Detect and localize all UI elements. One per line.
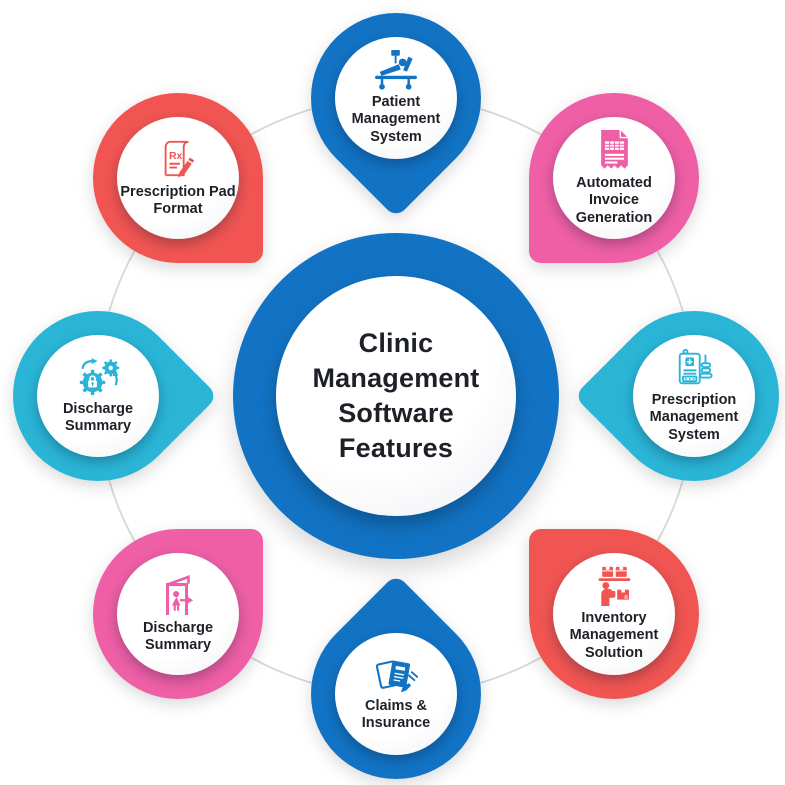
rx-pad-pen-icon: Rx xyxy=(164,140,195,177)
feature-node-automated-invoice-generation: Automated Invoice Generation xyxy=(529,93,699,263)
feature-node-prescription-management-system: Prescription Management System xyxy=(573,275,785,517)
feature-node-prescription-pad-format: Rx Prescription Pad Format xyxy=(93,93,263,263)
feature-label: Inventory Management Solution xyxy=(569,609,659,661)
center-disc: Clinic Management Software Features xyxy=(276,276,516,516)
feature-bubble: Automated Invoice Generation xyxy=(553,117,675,239)
feature-bubble: Discharge Summary xyxy=(117,553,239,675)
gears-lock-icon xyxy=(79,357,120,395)
discharge-door-icon xyxy=(166,574,194,615)
feature-bubble: Rx Prescription Pad Format xyxy=(117,117,239,239)
feature-bubble: Inventory Management Solution xyxy=(553,553,675,675)
feature-label: Patient Management System xyxy=(351,93,441,145)
feature-label: Discharge Summary xyxy=(142,619,214,653)
feature-node-discharge-summary-door: Discharge Summary xyxy=(93,529,263,699)
feature-bubble: Claims & Insurance xyxy=(335,633,457,755)
feature-node-patient-management-system: Patient Management System xyxy=(275,0,517,219)
feature-bubble: Prescription Management System xyxy=(633,335,755,457)
diagram-title: Clinic Management Software Features xyxy=(312,327,480,464)
feature-node-inventory-management-solution: Inventory Management Solution xyxy=(529,529,699,699)
patient-bed-icon xyxy=(375,49,417,90)
feature-label: Prescription Pad Format xyxy=(120,183,236,217)
feature-bubble: Patient Management System xyxy=(335,37,457,159)
prescription-clipboard-icon xyxy=(678,348,713,385)
feature-label: Discharge Summary xyxy=(62,400,134,434)
claims-documents-icon xyxy=(375,660,418,692)
feature-label: Automated Invoice Generation xyxy=(575,174,653,226)
feature-label: Claims & Insurance xyxy=(361,697,431,731)
inventory-boxes-icon xyxy=(598,566,631,606)
svg-text:Rx: Rx xyxy=(169,151,183,162)
feature-node-claims-insurance: Claims & Insurance xyxy=(275,573,517,785)
invoice-icon xyxy=(600,129,628,169)
feature-label: Prescription Management System xyxy=(649,391,739,443)
feature-node-discharge-summary-gears: Discharge Summary xyxy=(0,275,219,517)
feature-bubble: Discharge Summary xyxy=(37,335,159,457)
